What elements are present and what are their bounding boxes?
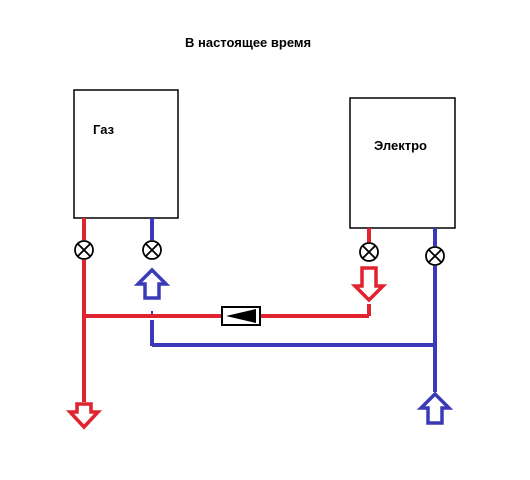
gas-supply-valve — [74, 240, 94, 260]
gas-boiler-box — [73, 89, 179, 219]
electric-return-valve — [425, 246, 445, 266]
cold-pipes — [150, 266, 437, 392]
check-valve-icon — [221, 306, 261, 326]
electric-boiler-box — [349, 97, 456, 229]
return-in-flow-arrow — [416, 391, 454, 425]
electric-supply-valve — [359, 242, 379, 262]
electric-boiler-label: Электро — [374, 138, 427, 153]
gas-return-flow-arrow — [133, 267, 171, 300]
gas-boiler: Газ — [73, 89, 179, 219]
electric-supply-flow-arrow — [350, 266, 388, 303]
flow-arrow-icon — [65, 266, 454, 430]
gas-return-valve — [142, 240, 162, 260]
diagram-title: В настоящее время — [185, 35, 311, 50]
valve-icon — [74, 240, 445, 266]
electric-boiler: Электро — [349, 97, 456, 229]
hot-pipes — [82, 260, 371, 402]
supply-out-flow-arrow — [65, 402, 103, 430]
gas-boiler-label: Газ — [93, 122, 115, 137]
check-valve-arrow — [226, 309, 256, 323]
